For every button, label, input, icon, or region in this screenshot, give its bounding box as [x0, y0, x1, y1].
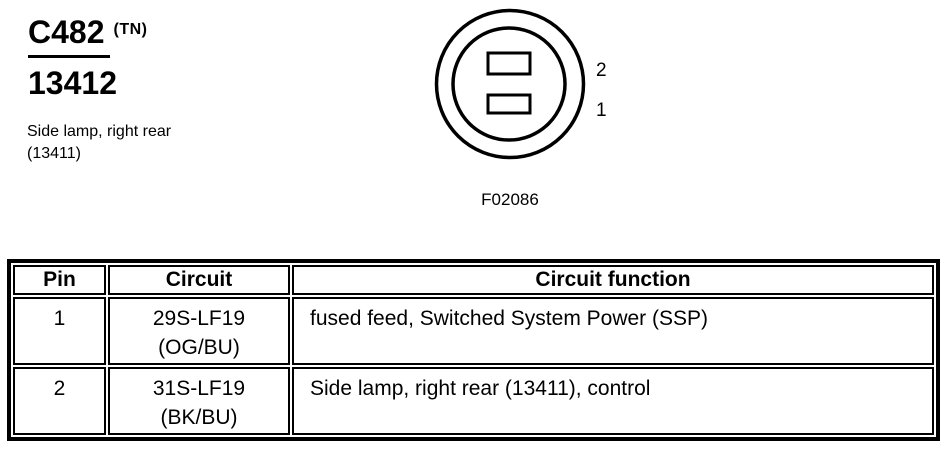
circuit-code: 29S-LF19 [152, 307, 246, 330]
table-header-row: Pin Circuit Circuit function [13, 265, 934, 295]
column-header-pin: Pin [13, 265, 106, 295]
pin-label-1: 1 [596, 100, 607, 121]
column-header-circuit-function: Circuit function [292, 265, 934, 295]
pin-number-cell: 2 [13, 367, 106, 435]
connector-id-line: C482 (TN) [28, 16, 147, 48]
connector-id: C482 [28, 14, 105, 50]
pinout-table: Pin Circuit Circuit function 1 29S-LF19 … [7, 259, 940, 441]
table-row-pin-2: 2 31S-LF19 (BK/BU) Side lamp, right rear… [13, 367, 934, 435]
pin-label-2: 2 [596, 60, 607, 81]
connector-description: Side lamp, right rear (13411) [27, 121, 171, 165]
part-number: 13412 [28, 65, 117, 101]
column-header-circuit: Circuit [108, 265, 290, 295]
description-line-1: Side lamp, right rear [27, 123, 172, 140]
circuit-code: 31S-LF19 [152, 377, 246, 400]
description-line-2: (13411) [27, 145, 81, 162]
circuit-function-cell: fused feed, Switched System Power (SSP) [292, 297, 934, 365]
wire-color-code: (BK/BU) [160, 406, 238, 429]
connector-inner-ring [451, 26, 567, 142]
circuit-cell: 29S-LF19 (OG/BU) [108, 297, 290, 365]
pin-cavity-2 [486, 51, 532, 76]
id-underline-rule [28, 55, 110, 58]
connector-color-code: (TN) [113, 21, 148, 38]
circuit-function-cell: Side lamp, right rear (13411), control [292, 367, 934, 435]
pin-cavity-1 [486, 93, 532, 115]
table-row-pin-1: 1 29S-LF19 (OG/BU) fused feed, Switched … [13, 297, 934, 365]
connector-face-diagram [434, 8, 586, 160]
circuit-cell: 31S-LF19 (BK/BU) [108, 367, 290, 435]
pin-number-cell: 1 [13, 297, 106, 365]
connector-outer-ring [434, 8, 586, 160]
wire-color-code: (OG/BU) [158, 336, 240, 359]
figure-id: F02086 [481, 190, 539, 209]
